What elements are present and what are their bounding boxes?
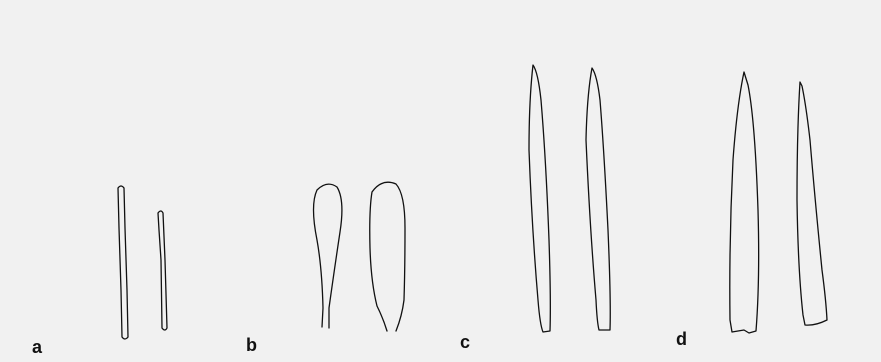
- panel-a-shape-left: [118, 186, 128, 339]
- panel-b-shape-right: [370, 182, 405, 331]
- panel-d-shapes: [730, 72, 827, 333]
- panel-a-shapes: [118, 186, 167, 339]
- panel-c-shape-right: [586, 68, 610, 330]
- panel-d-shape-right: [797, 82, 827, 325]
- panel-d-shape-left: [730, 72, 759, 333]
- panel-a-shape-right: [158, 211, 167, 330]
- panel-c-shape-left: [529, 65, 550, 332]
- panel-c-shapes: [529, 65, 610, 332]
- panel-label-a: a: [32, 338, 42, 356]
- panel-b-shapes: [314, 182, 406, 331]
- panel-label-d: d: [676, 330, 687, 348]
- panel-label-c: c: [460, 333, 470, 351]
- panel-b-shape-left: [314, 184, 342, 328]
- panel-label-b: b: [246, 336, 257, 354]
